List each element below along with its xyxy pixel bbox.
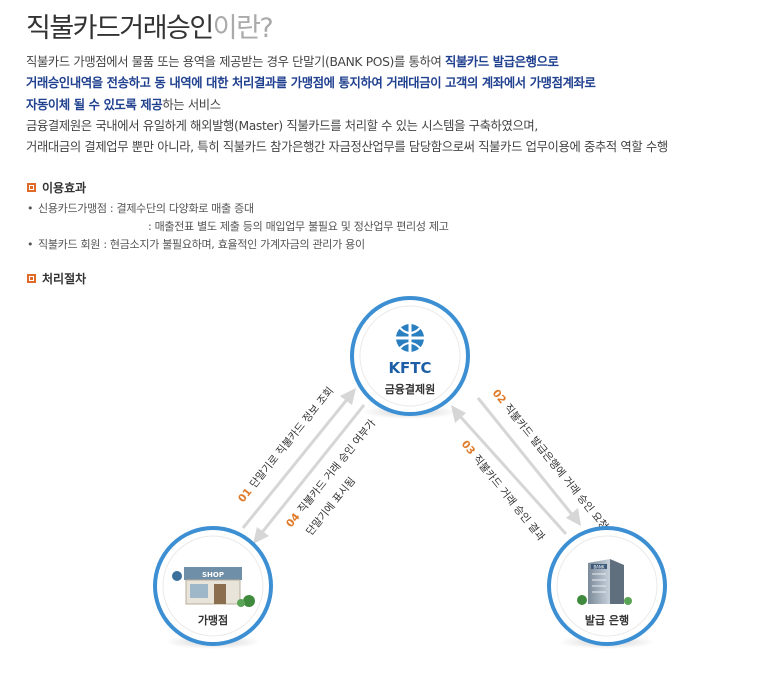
node-issuing-bank: BANK 발급 은행 [547,526,667,649]
intro-line-3: 자동이체 될 수 있도록 제공하는 서비스 [26,95,766,116]
arrow-step-02 [476,397,581,526]
effect-text: : 매출전표 별도 제출 등의 매입업무 불필요 및 정산업무 편리성 제고 [148,220,449,233]
intro-line-5: 거래대금의 결제업무 뿐만 아니라, 특히 직불카드 참가은행간 자금정산업무를… [26,140,668,155]
list-item: : 매출전표 별도 제출 등의 매입업무 불필요 및 정산업무 편리성 제고 [27,218,449,236]
bank-sign: BANK [593,565,604,570]
node-kftc-label: 금융결제원 [385,382,436,396]
effects-list: • 신용카드가맹점 : 결제수단의 다양화로 매출 증대 : 매출전표 별도 제출… [27,200,449,254]
bullet-icon: • [27,238,34,251]
arrow-step-03 [451,405,568,536]
section-bullet-icon [27,183,36,192]
intro-line-1-highlight: 직불카드 발급은행으로 [444,55,559,69]
page-title: 직불카드거래승인이란? [26,6,274,45]
intro-text: 직불카드 가맹점에서 물품 또는 용역을 제공받는 경우 단말기(BANK PO… [26,52,766,158]
arrow-step-04 [253,404,366,544]
node-kftc: KFTC 금융결제원 [350,296,470,419]
shop-icon: SHOP [172,567,255,607]
step-02-label: 02직불카드 발급은행에 거래 승인 요청 [490,387,611,532]
kftc-logo-icon [396,324,424,352]
node-merchant: SHOP 가맹점 [153,526,273,649]
list-item: • 직불카드 회원 : 현금소지가 불필요하며, 효율적인 가계자금의 관리가 용… [27,236,449,254]
intro-line-1: 직불카드 가맹점에서 물품 또는 용역을 제공받는 경우 단말기(BANK PO… [26,52,766,73]
list-item: • 신용카드가맹점 : 결제수단의 다양화로 매출 증대 [27,200,449,218]
bank-building-icon: BANK [577,559,632,605]
title-suffix: 이란? [212,13,274,44]
process-heading-text: 처리절차 [42,272,87,286]
shop-sign: SHOP [202,571,224,579]
step-03-label: 03직불카드 거래 승인 결과 [459,438,547,543]
intro-line-4: 금융결제원은 국내에서 유일하게 해외발행(Master) 직불카드를 처리할 … [26,118,538,133]
section-bullet-icon [27,274,36,283]
node-merchant-label: 가맹점 [198,613,228,627]
kftc-logo-text: KFTC [388,359,431,377]
effect-text: 직불카드 회원 : 현금소지가 불필요하며, 효율적인 가계자금의 관리가 용이 [38,238,365,251]
arrow-step-01 [241,388,356,529]
intro-line-3-highlight: 자동이체 될 수 있도록 제공 [26,97,163,112]
intro-line-3-text: 하는 서비스 [162,97,221,112]
effects-heading: 이용효과 [27,179,86,196]
intro-line-1-text: 직불카드 가맹점에서 물품 또는 용역을 제공받는 경우 단말기(BANK PO… [26,55,445,69]
node-issuing-bank-label: 발급 은행 [585,613,629,627]
intro-line-2: 거래승인내역을 전송하고 동 내역에 대한 처리결과를 가맹점에 통지하여 거래… [26,76,596,91]
process-heading: 처리절차 [27,270,86,287]
effect-text: 신용카드가맹점 : 결제수단의 다양화로 매출 증대 [38,202,254,215]
bullet-icon: • [27,202,34,215]
effects-heading-text: 이용효과 [42,181,87,195]
title-main: 직불카드거래승인 [26,13,214,44]
